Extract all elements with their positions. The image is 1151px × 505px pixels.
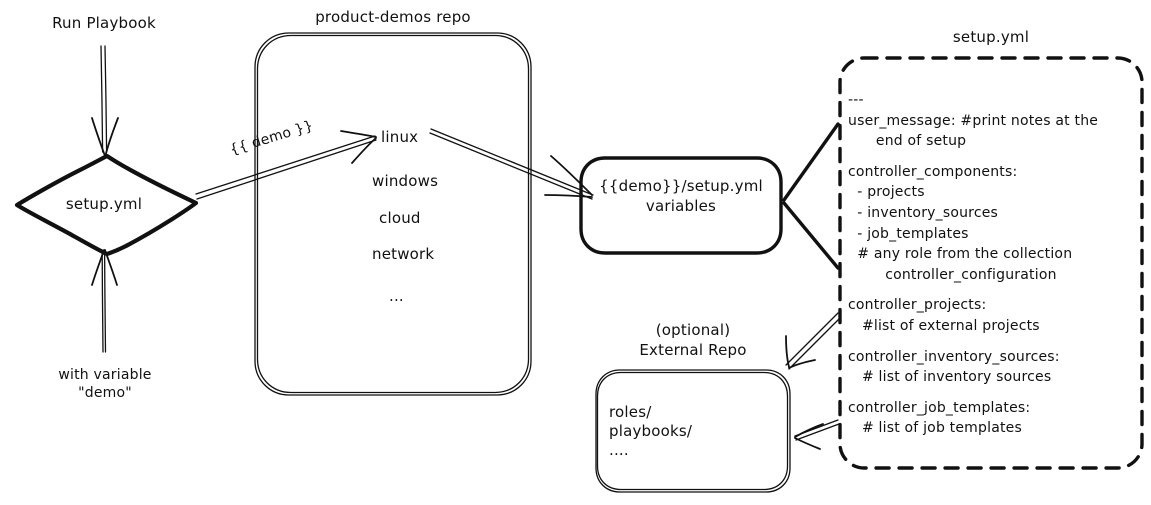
setup-yml-panel-line: controller_projects: [848,297,987,314]
repo-item-network: network [372,245,435,263]
setup-yml-panel-line: --- [848,92,864,108]
setup-yml-panel-line: controller_components: [848,163,1018,180]
setup-yml-panel-line: user_message: #print notes at the [848,112,1099,129]
external-repo-title-line2: External Repo [639,341,747,359]
setup-yml-panel-line: # list of inventory sources [848,369,1052,386]
setup-yml-panel-line: - projects [848,184,925,201]
arrow-linux-to-variables [429,128,594,200]
setup-yml-panel-line [848,337,1098,347]
setup-yml-panel-line: controller_job_templates: [848,399,1031,416]
setup-yml-panel-line: #list of external projects [848,317,1040,334]
arrow-with-variable [91,249,118,353]
external-repo-title-line1: (optional) [655,321,731,339]
arrow-job-templates-to-external-repo [794,419,840,450]
external-repo-item-ellipsis: .... [609,441,629,459]
shape-product-demos-repo-box [254,32,532,396]
setup-yml-panel-title: setup.yml [952,28,1030,46]
setup-yml-panel-line: controller_inventory_sources: [848,348,1060,365]
repo-item-linux: linux [381,128,419,146]
external-repo-item-playbooks: playbooks/ [609,422,693,440]
repo-item-ellipsis: ... [389,287,404,305]
shape-variables-box [579,156,783,255]
setup-yml-panel-line [848,285,1098,295]
shape-external-repo-box [595,369,791,493]
with-variable-label-line1: with variable [58,367,152,383]
setup-yml-panel-line: controller_configuration [848,266,1057,283]
setup-yml-panel-line: end of setup [848,133,967,150]
diamond-label-setup-yml: setup.yml [65,195,143,213]
repo-title: product-demos repo [315,8,471,26]
repo-item-cloud: cloud [379,209,421,227]
repo-item-windows: windows [372,172,439,190]
setup-yml-panel-line [848,152,1098,162]
shape-setup-yml-dashed-panel [838,56,1144,470]
run-playbook-label: Run Playbook [52,14,156,32]
arrow-demo-to-linux [195,130,377,200]
variables-box-line1: {{demo}}/setup.yml [599,177,763,195]
setup-yml-panel-line: # list of job templates [848,420,1022,437]
connector-panel-to-variables [782,122,840,270]
setup-yml-panel-line: - inventory_sources [848,204,999,221]
setup-yml-panel-line: - job_templates [848,225,969,242]
shape-diamond-setup-yml [14,153,199,257]
with-variable-label-line2: "demo" [78,385,132,401]
variables-box-line2: variables [645,197,717,215]
setup-yml-panel-content: --- user_message: #print notes at the end… [848,90,1098,439]
setup-yml-panel-line [848,388,1098,398]
setup-yml-panel-line: # any role from the collection [848,246,1073,263]
external-repo-item-roles: roles/ [609,403,652,421]
arrow-run-playbook [91,45,119,157]
arrow-projects-to-external-repo [785,312,842,370]
